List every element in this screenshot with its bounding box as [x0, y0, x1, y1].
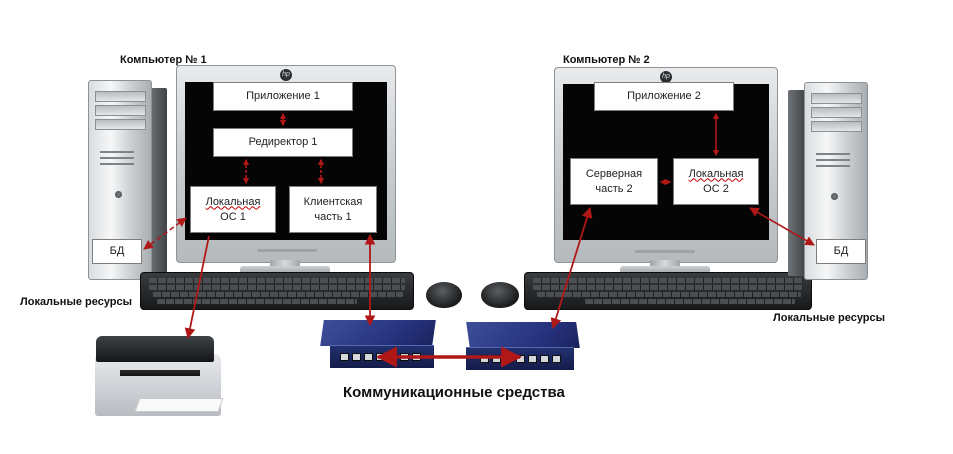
monitor-1-base [240, 266, 330, 274]
local-os-2-box: Локальная ОС 2 [673, 158, 759, 205]
computer-1-title: Компьютер № 1 [120, 54, 207, 66]
printer-tray [120, 370, 200, 376]
monitor-1-controls [257, 249, 317, 252]
local-os-2-label-line1: Локальная [688, 167, 744, 180]
db-2-label: БД [833, 245, 849, 257]
local-os-1-label-line2: ОС 1 [220, 210, 246, 223]
hp-logo-icon: hp [280, 69, 292, 81]
communication-means-label: Коммуникационные средства [343, 384, 565, 401]
printer-paper [134, 398, 224, 412]
switch-1 [320, 320, 436, 346]
local-os-1-box: Локальная ОС 1 [190, 186, 276, 233]
local-os-1-label-line1: Локальная [205, 195, 261, 208]
redirector-1-label: Редиректор 1 [248, 136, 318, 148]
keyboard-2 [524, 272, 812, 310]
mouse-2 [481, 282, 519, 308]
local-resources-1-label: Локальные ресурсы [20, 296, 133, 308]
mouse-1 [426, 282, 462, 308]
server-part-2-box: Серверная часть 2 [570, 158, 658, 205]
app-1-label: Приложение 1 [246, 90, 320, 102]
printer-top [96, 336, 214, 362]
db-2-box: БД [816, 239, 866, 264]
client-part-1-label-line2: часть 1 [314, 210, 352, 223]
server-part-2-label-line1: Серверная [585, 167, 643, 180]
monitor-2-stand [650, 260, 680, 268]
local-resources-2-label: Локальные ресурсы [773, 312, 886, 324]
switch-2-front [466, 347, 574, 370]
db-1-box: БД [92, 239, 142, 264]
client-part-1-box: Клиентская часть 1 [289, 186, 377, 233]
app-1-box: Приложение 1 [213, 82, 353, 111]
app-2-label: Приложение 2 [627, 90, 701, 102]
client-part-1-label-line1: Клиентская [303, 195, 363, 208]
switch-1-front [330, 345, 434, 368]
monitor-2-base [620, 266, 710, 274]
switch-2 [466, 322, 580, 348]
db-1-label: БД [109, 245, 125, 257]
server-part-2-label-line2: часть 2 [595, 182, 633, 195]
app-2-box: Приложение 2 [594, 82, 734, 111]
monitor-2-controls [635, 250, 695, 253]
redirector-1-box: Редиректор 1 [213, 128, 353, 157]
keyboard-1 [140, 272, 414, 310]
hp-logo-icon: hp [660, 71, 672, 83]
computer-2-title: Компьютер № 2 [563, 54, 650, 66]
local-os-2-label-line2: ОС 2 [703, 182, 729, 195]
monitor-1-stand [270, 260, 300, 268]
